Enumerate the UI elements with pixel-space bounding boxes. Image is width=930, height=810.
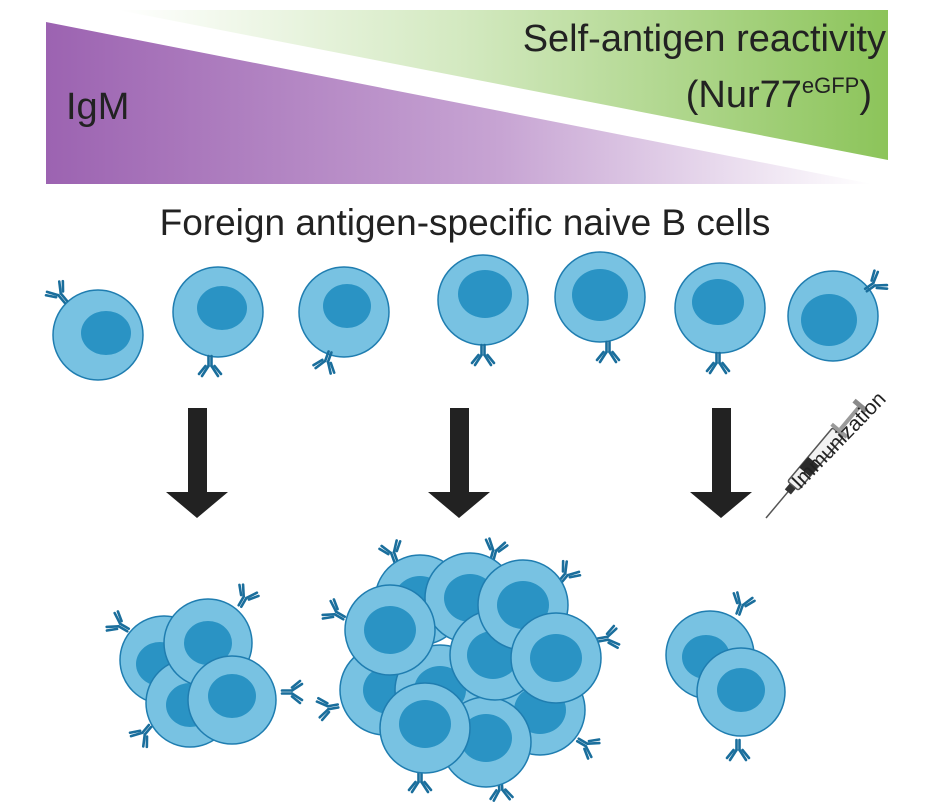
b-cell-icon [696,647,786,737]
diagram-title: Foreign antigen-specific naive B cells [159,202,771,243]
self-antigen-reactivity-label: Self-antigen reactivity [522,18,886,60]
antibody-icon [315,693,342,722]
antibody-icon [726,590,757,620]
b-cell-icon [674,262,766,354]
b-cell-icon [554,251,646,343]
igm-gradient-wedge [46,22,872,184]
b-cell-icon [379,682,471,774]
b-cell-icon [187,655,277,745]
antibody-icon [197,354,223,378]
igm-label: IgM [66,86,130,128]
syringe-icon [765,398,868,519]
nur77-label-base: (Nur77 [685,74,802,116]
nur77-label-superscript: eGFP [801,73,860,98]
b-cell-icon [787,270,879,362]
antibody-icon [595,340,621,364]
antibody-icon [705,351,731,375]
b-cell-icon [510,612,602,704]
b-cell-cluster-small [103,581,304,750]
b-cell-cluster-pair [665,590,786,762]
antibody-icon [280,679,304,705]
b-cell-icon [437,254,529,346]
b-cell-icon [298,266,390,358]
antibody-icon [407,770,433,794]
reactivity-gradient-wedge [118,10,888,160]
b-cell-icon [52,289,144,381]
down-arrow-icon [428,408,490,518]
antibody-icon [470,343,496,367]
b-cell-cluster-large [315,536,621,803]
naive-cell-row [43,251,890,381]
b-cell-icon [344,584,436,676]
down-arrow-icon [690,408,752,518]
antibody-icon [725,738,751,762]
b-cell-icon [163,598,253,688]
nur77-reporter-label: (Nur77eGFP) [685,73,872,116]
b-cell-icon [172,266,264,358]
down-arrow-icon [166,408,228,518]
nur77-label-close: ) [859,74,872,116]
